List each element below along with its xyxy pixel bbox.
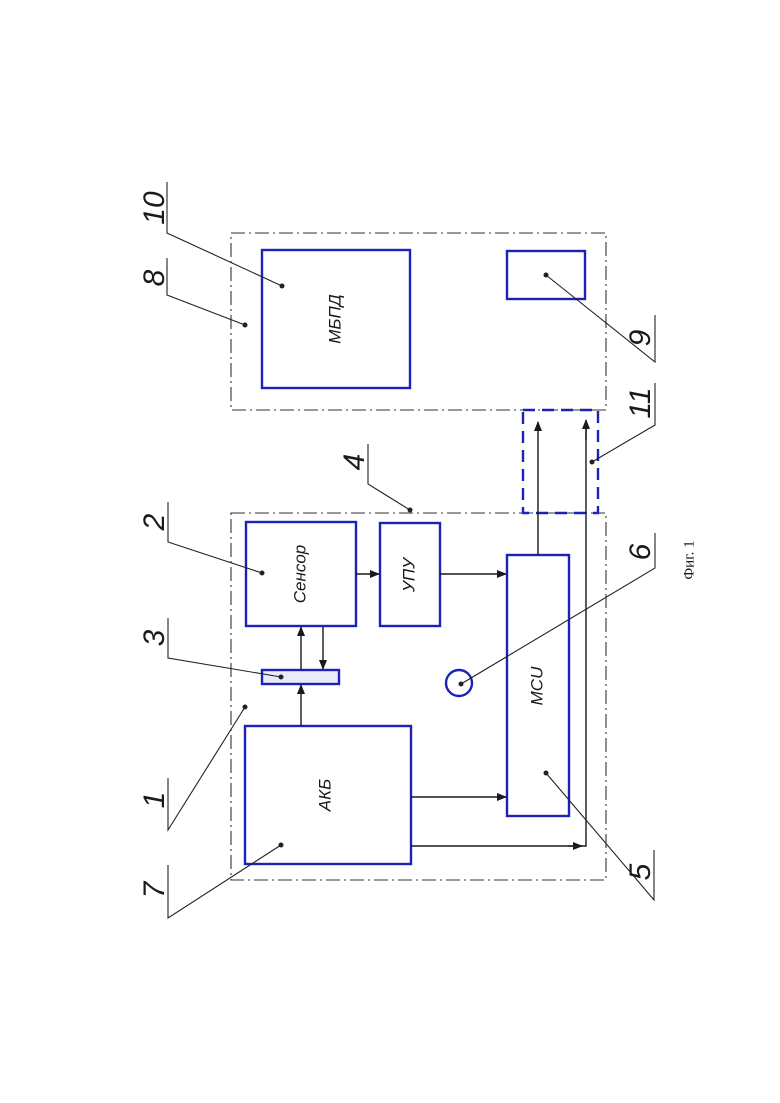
callout-4: 4 [338, 454, 371, 471]
callout-7: 7 [138, 880, 171, 898]
sensor-label: Сенсор [290, 545, 309, 604]
element-3-block [262, 670, 339, 684]
mcu-label: MCU [527, 666, 546, 705]
callout-10: 10 [138, 191, 171, 225]
callout-11: 11 [624, 387, 657, 418]
device-enclosure [231, 513, 606, 880]
interface-bus [523, 410, 598, 513]
mcu-block: MCU [507, 555, 569, 816]
callout-5: 5 [624, 863, 657, 880]
mbpd-label: МБПД [325, 294, 344, 344]
amplifier-label: УПУ [399, 556, 418, 593]
figure-caption: Фиг. 1 [681, 540, 697, 579]
callout-9: 9 [624, 329, 657, 346]
receiver-enclosure [231, 233, 606, 410]
mbpd-block: МБПД [262, 250, 410, 388]
battery-label: АКБ [315, 779, 334, 812]
callout-3: 3 [138, 629, 171, 646]
amplifier-block: УПУ [380, 523, 440, 626]
battery-block: АКБ [245, 726, 411, 864]
callout-2: 2 [138, 513, 171, 531]
battery-power-line [411, 422, 586, 846]
callout-1: 1 [138, 792, 171, 809]
callout-8: 8 [138, 269, 171, 286]
callout-6: 6 [624, 543, 657, 560]
